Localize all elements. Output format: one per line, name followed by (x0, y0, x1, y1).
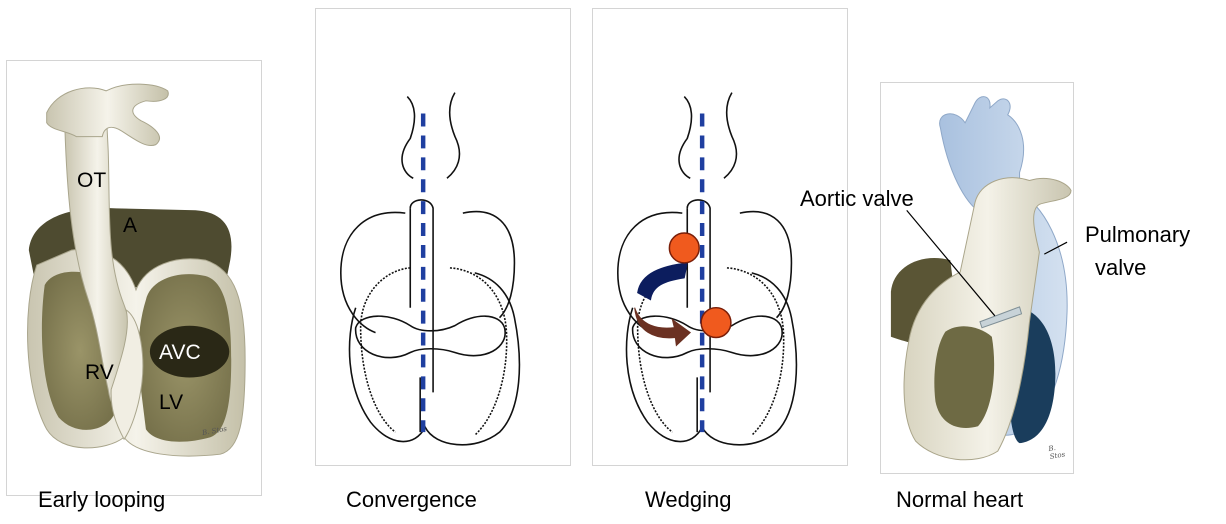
convergence-outline-illustration (316, 9, 570, 465)
brown-rotation-arrow (635, 308, 691, 346)
label-avc: AVC (159, 341, 201, 365)
top-vessel-left (679, 97, 691, 179)
rv-olive (934, 326, 994, 428)
normal-heart-illustration (881, 83, 1073, 473)
left-atrium (341, 212, 405, 332)
label-lv: LV (159, 391, 183, 415)
av-canal (356, 316, 506, 357)
outflow-tube (687, 200, 710, 392)
convergence-panel (315, 8, 571, 466)
caption-convergence: Convergence (346, 487, 477, 513)
right-atrium (463, 212, 515, 318)
label-ot: OT (77, 169, 106, 193)
label-a: A (123, 214, 137, 238)
normal-heart-panel: B. Stos (880, 82, 1074, 474)
right-chamber-wall (727, 268, 784, 435)
heart-outer-contour (626, 273, 796, 445)
top-vessel-right (447, 93, 459, 179)
pulmonary-valve-label-line1: Pulmonary (1085, 222, 1190, 248)
caption-normal-heart: Normal heart (896, 487, 1023, 513)
top-vessel-left (402, 97, 414, 179)
heart-outer-contour (349, 273, 519, 445)
left-chamber-wall (361, 268, 411, 432)
right-atrium (740, 212, 792, 318)
navy-rotation-arrow (638, 263, 688, 300)
red-dot-lower (701, 308, 731, 338)
label-rv: RV (85, 361, 114, 385)
wedging-outline-illustration (593, 9, 847, 465)
red-dot-upper (669, 233, 699, 263)
caption-wedging: Wedging (645, 487, 731, 513)
top-vessel-right (724, 93, 736, 179)
wedging-panel (592, 8, 848, 466)
caption-early-looping: Early looping (38, 487, 165, 513)
right-chamber-wall (450, 268, 507, 435)
pulmonary-valve-label-line2: valve (1095, 255, 1146, 281)
early-looping-panel: OT A AVC RV LV B. Stos (6, 60, 262, 496)
aortic-valve-label: Aortic valve (800, 186, 914, 212)
